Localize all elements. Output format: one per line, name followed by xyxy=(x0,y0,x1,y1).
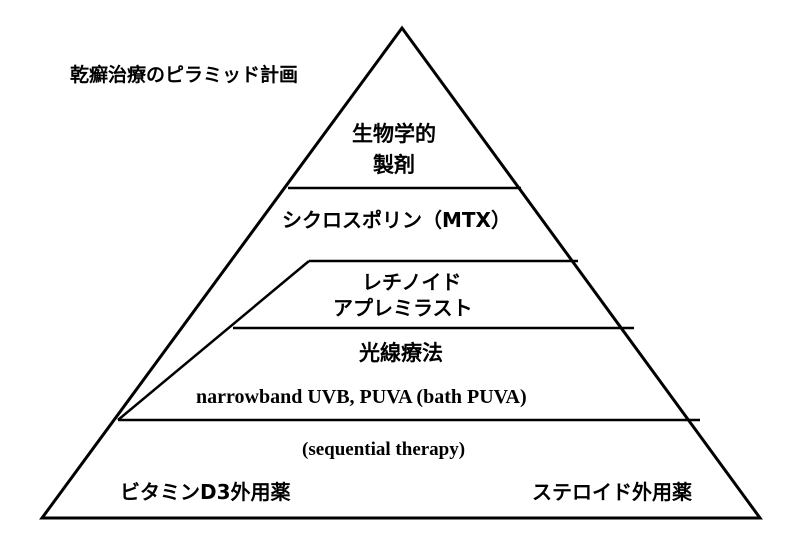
pyramid-triangle xyxy=(39,25,763,520)
tier-cyclosporine-label: シクロスポリン（MTX） xyxy=(282,208,511,232)
tier-retinoid-line1: レチノイド xyxy=(362,270,462,294)
tier-phototherapy-heading: 光線療法 xyxy=(359,341,443,365)
tier-phototherapy-detail: narrowband UVB, PUVA (bath PUVA) xyxy=(196,386,527,408)
divider-retinoid-diagonal xyxy=(117,260,310,421)
tier-base-left: ビタミンD3外用薬 xyxy=(120,480,291,504)
tier-retinoid-line2: アプレミラスト xyxy=(333,296,473,320)
tier-base-right: ステロイド外用薬 xyxy=(532,480,692,504)
tier-top-line2: 製剤 xyxy=(373,153,415,177)
tier-base-sequential: (sequential therapy) xyxy=(302,439,466,460)
tier-top-line1: 生物学的 xyxy=(352,122,436,146)
diagram-title: 乾癬治療のピラミッド計画 xyxy=(70,64,299,86)
